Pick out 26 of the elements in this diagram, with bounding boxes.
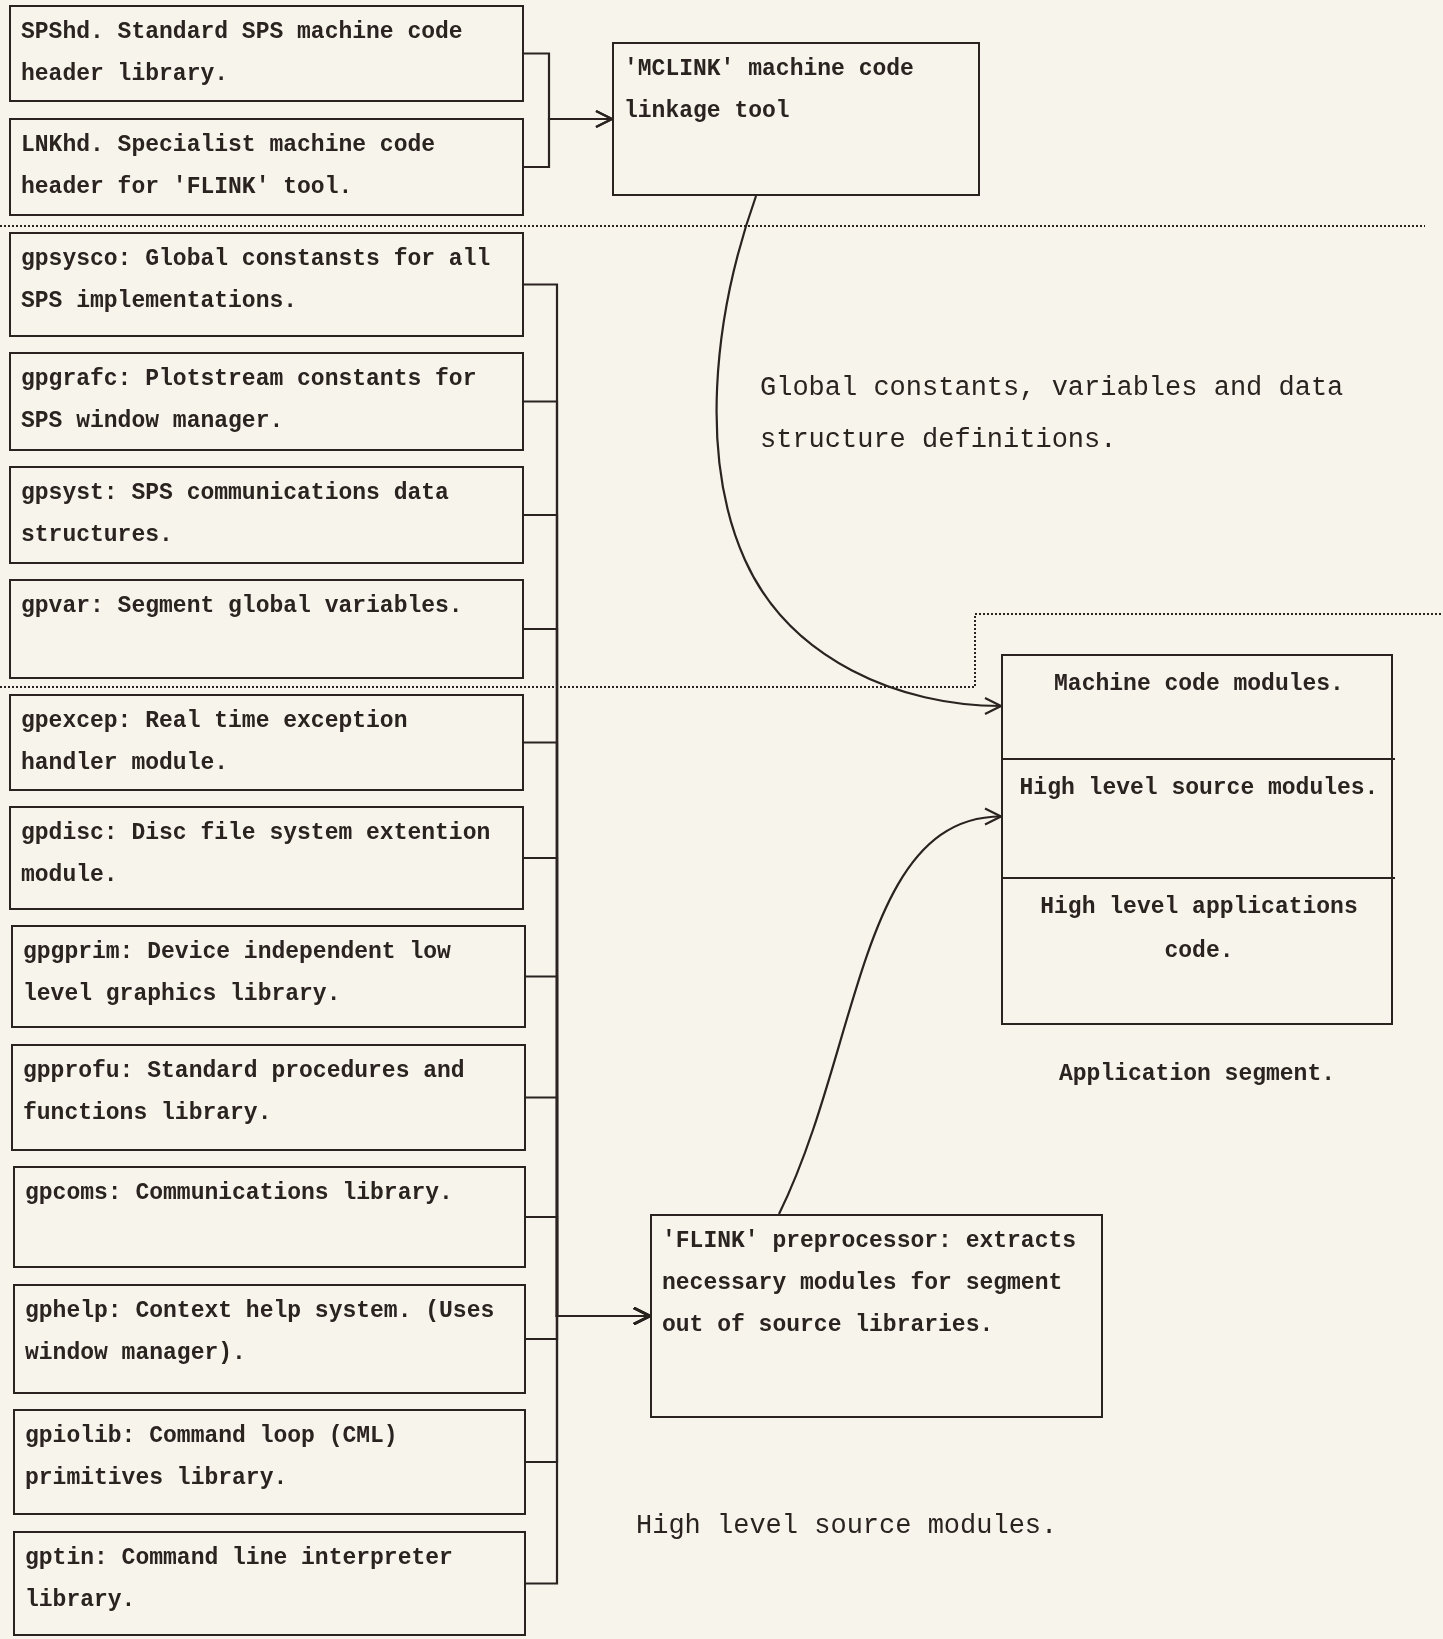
module-box: gpsyst: SPS communications data structures. xyxy=(9,466,524,564)
module-box: gpcoms: Communications library. xyxy=(13,1166,526,1268)
module-cell: High level source modules. xyxy=(1003,758,1395,879)
module-box: gpprofu: Standard procedures and functions library. xyxy=(11,1044,526,1151)
note-text: High level source modules. xyxy=(636,1510,1059,1543)
module-box: gpgprim: Device independent low level graphics library. xyxy=(11,925,526,1028)
arrow xyxy=(524,109,614,169)
module-box: gpvar: Segment global variables. xyxy=(9,579,524,679)
module-box: LNKhd. Specialist machine code header for 'FLINK' tool. xyxy=(9,118,524,216)
arrow xyxy=(526,1306,652,1585)
module-cell: High level applications code. xyxy=(1003,877,1395,1027)
module-box: gptin: Command line interpreter library. xyxy=(13,1531,526,1636)
tool-box: 'FLINK' preprocessor: extracts necessary modules for segment out of source libraries. xyxy=(650,1214,1103,1418)
module-box: gpsysco: Global constansts for all SPS implementations. xyxy=(9,232,524,337)
module-box: SPShd. Standard SPS machine code header library. xyxy=(9,5,524,102)
module-cell: Machine code modules. xyxy=(1003,656,1395,760)
module-box: gpiolib: Command loop (CML) primitives library. xyxy=(13,1409,526,1515)
module-box: gpexcep: Real time exception handler module. xyxy=(9,694,524,791)
segment-label: Application segment. xyxy=(1057,1060,1336,1089)
note-text: Global constants, variables and data structure definitions. xyxy=(760,372,1345,457)
module-box: gpdisc: Disc file system extention module. xyxy=(9,806,524,910)
tool-box: 'MCLINK' machine code linkage tool xyxy=(612,42,980,196)
arrow xyxy=(778,809,1003,1215)
module-box: gpgrafc: Plotstream constants for SPS window manager. xyxy=(9,352,524,451)
arrow xyxy=(715,195,1003,715)
module-box: gphelp: Context help system. (Uses window manager). xyxy=(13,1284,526,1394)
